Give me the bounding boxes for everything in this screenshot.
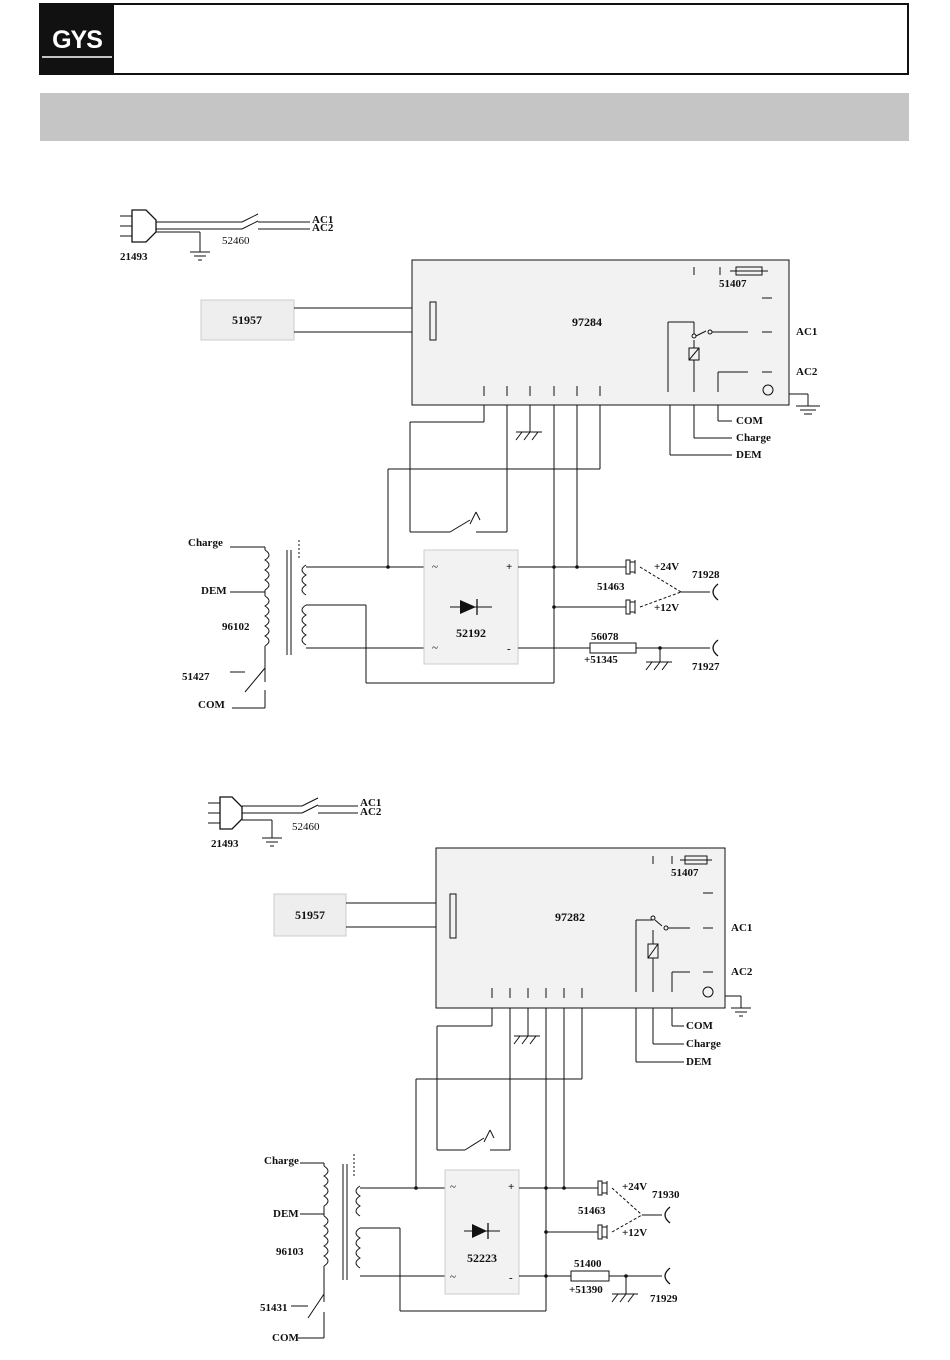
transformer-icon xyxy=(265,540,306,655)
clamp-icon xyxy=(713,640,718,656)
thermal-switch-icon xyxy=(450,512,507,532)
shunt2-label: +51345 xyxy=(584,654,618,666)
shunt-label: 51400 xyxy=(574,1258,602,1270)
v12-label: +12V xyxy=(654,602,679,614)
clamp-icon xyxy=(665,1207,670,1223)
rect-plus: + xyxy=(506,561,512,573)
title-bar xyxy=(40,93,909,141)
shunt-label: 56078 xyxy=(591,631,619,643)
transformer-label: 96103 xyxy=(276,1246,304,1258)
rectifier-label: 52223 xyxy=(467,1251,497,1265)
ground-icon xyxy=(516,432,542,440)
thermal-label: 51427 xyxy=(182,671,210,683)
com-label: COM xyxy=(686,1020,714,1032)
transformer-label: 96102 xyxy=(222,621,250,633)
transformer-icon xyxy=(324,1154,360,1280)
aux-box-label: 51957 xyxy=(232,313,262,327)
clamp-icon xyxy=(713,584,718,600)
clamp-icon xyxy=(665,1268,670,1284)
rect-ac-sym: ~ xyxy=(450,1181,456,1193)
fuse-label: 51407 xyxy=(719,278,747,290)
clamp-pos-label: 71928 xyxy=(692,569,720,581)
tr-dem-label: DEM xyxy=(201,585,227,597)
ground-icon xyxy=(262,838,282,846)
ground-icon xyxy=(731,1008,751,1016)
com-label: COM xyxy=(736,415,764,427)
clamp-neg-label: 71927 xyxy=(692,661,720,673)
plug-ref: 21493 xyxy=(120,251,148,263)
rectifier-label: 52192 xyxy=(456,626,486,640)
logo-text: GYS xyxy=(52,26,102,54)
board-ac2-label: AC2 xyxy=(731,966,753,978)
board-ac1-label: AC1 xyxy=(796,326,817,338)
thermal-switch-icon xyxy=(465,1130,510,1150)
v24-label: +24V xyxy=(654,561,679,573)
v12-label: +12V xyxy=(622,1227,647,1239)
plug-ref: 21493 xyxy=(211,838,239,850)
tr-charge-label: Charge xyxy=(264,1155,299,1167)
rect-minus: - xyxy=(507,643,511,655)
connector-label: 51463 xyxy=(597,581,625,593)
ac2-label: AC2 xyxy=(312,222,334,234)
ground-icon xyxy=(190,252,210,260)
v24-label: +24V xyxy=(622,1181,647,1193)
tr-dem-label: DEM xyxy=(273,1208,299,1220)
rect-ac-sym: ~ xyxy=(432,561,438,573)
switch-icon xyxy=(242,214,310,229)
switch-icon xyxy=(302,798,358,813)
fuse-label: 51407 xyxy=(671,867,699,879)
dem-label: DEM xyxy=(736,449,762,461)
board-label: 97282 xyxy=(555,910,585,924)
shunt2-label: +51390 xyxy=(569,1284,603,1296)
plug-icon xyxy=(208,797,302,838)
tr-charge-label: Charge xyxy=(188,537,223,549)
connector-icon xyxy=(626,560,635,614)
aux-box-label: 51957 xyxy=(295,908,325,922)
charge-label: Charge xyxy=(736,432,771,444)
dem-label: DEM xyxy=(686,1056,712,1068)
rect-ac-sym: ~ xyxy=(432,642,438,654)
charge-label: Charge xyxy=(686,1038,721,1050)
shunt-icon xyxy=(590,643,636,653)
header-frame xyxy=(40,4,908,74)
board-ac1-label: AC1 xyxy=(731,922,752,934)
ground-icon xyxy=(514,1036,540,1044)
diagram-1: AC1 AC2 21493 52460 51957 97284 51407 xyxy=(120,210,820,711)
rect-minus: - xyxy=(509,1272,513,1284)
ground-icon xyxy=(796,406,820,414)
clamp-pos-label: 71930 xyxy=(652,1189,680,1201)
ground-icon xyxy=(646,662,672,670)
ac2-label: AC2 xyxy=(360,806,382,818)
thermal-label: 51431 xyxy=(260,1302,288,1314)
switch-ref: 52460 xyxy=(292,821,320,833)
tr-com-label: COM xyxy=(272,1332,300,1344)
shunt-icon xyxy=(571,1271,609,1281)
board-ac2-label: AC2 xyxy=(796,366,818,378)
rect-plus: + xyxy=(508,1181,514,1193)
board-label: 97284 xyxy=(572,315,602,329)
switch-ref: 52460 xyxy=(222,235,250,247)
tr-com-label: COM xyxy=(198,699,226,711)
diagram-2: AC1 AC2 21493 52460 51957 97282 51407 xyxy=(208,797,753,1344)
clamp-neg-label: 71929 xyxy=(650,1293,678,1305)
connector-label: 51463 xyxy=(578,1205,606,1217)
rect-ac-sym: ~ xyxy=(450,1271,456,1283)
ground-icon xyxy=(612,1294,638,1302)
